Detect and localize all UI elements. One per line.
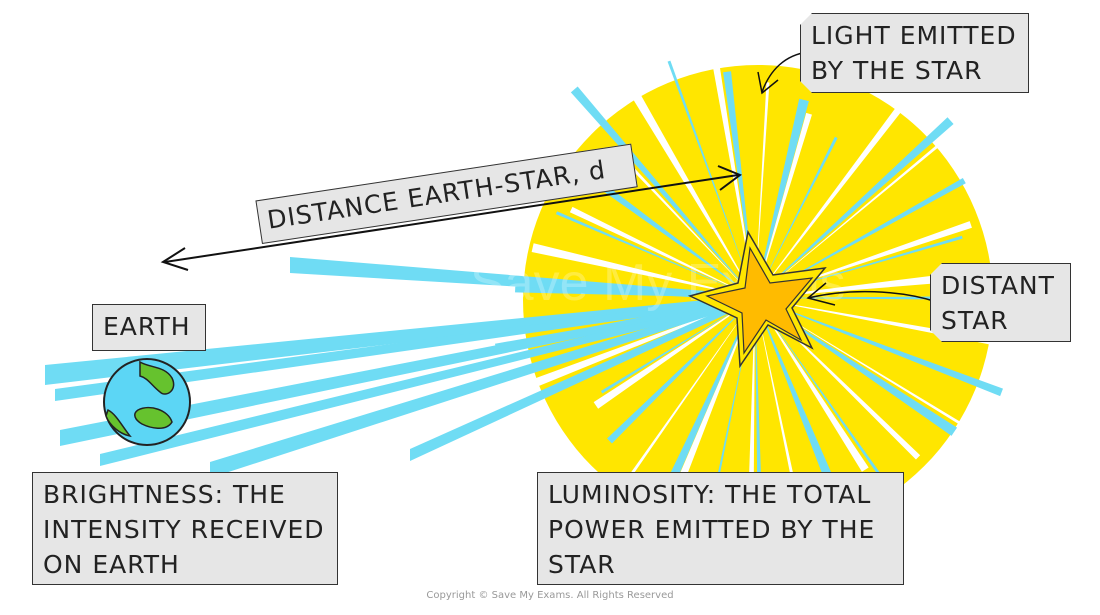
earth-globe — [103, 358, 191, 446]
light-ray — [629, 298, 755, 476]
light-ray — [569, 206, 755, 298]
light-beam — [410, 295, 755, 461]
light-ray — [755, 135, 950, 298]
light-ray — [607, 298, 755, 444]
light-ray — [755, 298, 794, 475]
light-beam — [210, 295, 755, 478]
label-light-emitted: LIGHT EMITTED BY THE STAR — [800, 13, 1029, 93]
light-beam — [60, 295, 755, 446]
light-ray — [755, 98, 809, 298]
distance-arrow — [160, 165, 743, 271]
light-ray — [755, 298, 869, 472]
light-ray — [660, 298, 755, 523]
label-earth: EARTH — [92, 304, 206, 351]
light-beam — [100, 295, 755, 466]
light-ray — [531, 243, 755, 298]
distant-star — [687, 229, 827, 369]
light-ray — [597, 181, 755, 298]
light-ray — [755, 76, 926, 298]
light-ray — [593, 298, 755, 409]
beams-to-earth — [45, 257, 755, 478]
light-ray — [555, 211, 755, 298]
light-ray — [630, 166, 755, 298]
light-ray — [755, 82, 770, 298]
copyright: Copyright © Save My Exams. All Rights Re… — [426, 590, 674, 601]
light-ray — [600, 298, 755, 394]
light-ray — [570, 86, 755, 298]
label-brightness: BRIGHTNESS: THE INTENSITY RECEIVED ON EA… — [32, 472, 338, 585]
light-ray — [755, 298, 881, 476]
light-ray — [755, 298, 1003, 397]
label-luminosity: LUMINOSITY: THE TOTAL POWER EMITTED BY T… — [537, 472, 904, 585]
light-ray — [755, 298, 971, 431]
light-ray — [755, 296, 935, 300]
light-ray — [755, 117, 954, 299]
light-ray — [755, 136, 838, 298]
label-distant-star: DISTANT STAR — [930, 263, 1071, 342]
light-beam — [55, 295, 755, 401]
light-ray — [655, 298, 755, 508]
light-ray — [755, 298, 832, 478]
light-beam — [45, 295, 755, 385]
light-beam — [290, 257, 755, 301]
light-ray — [755, 298, 958, 436]
light-ray — [755, 177, 966, 298]
light-ray — [755, 112, 812, 298]
